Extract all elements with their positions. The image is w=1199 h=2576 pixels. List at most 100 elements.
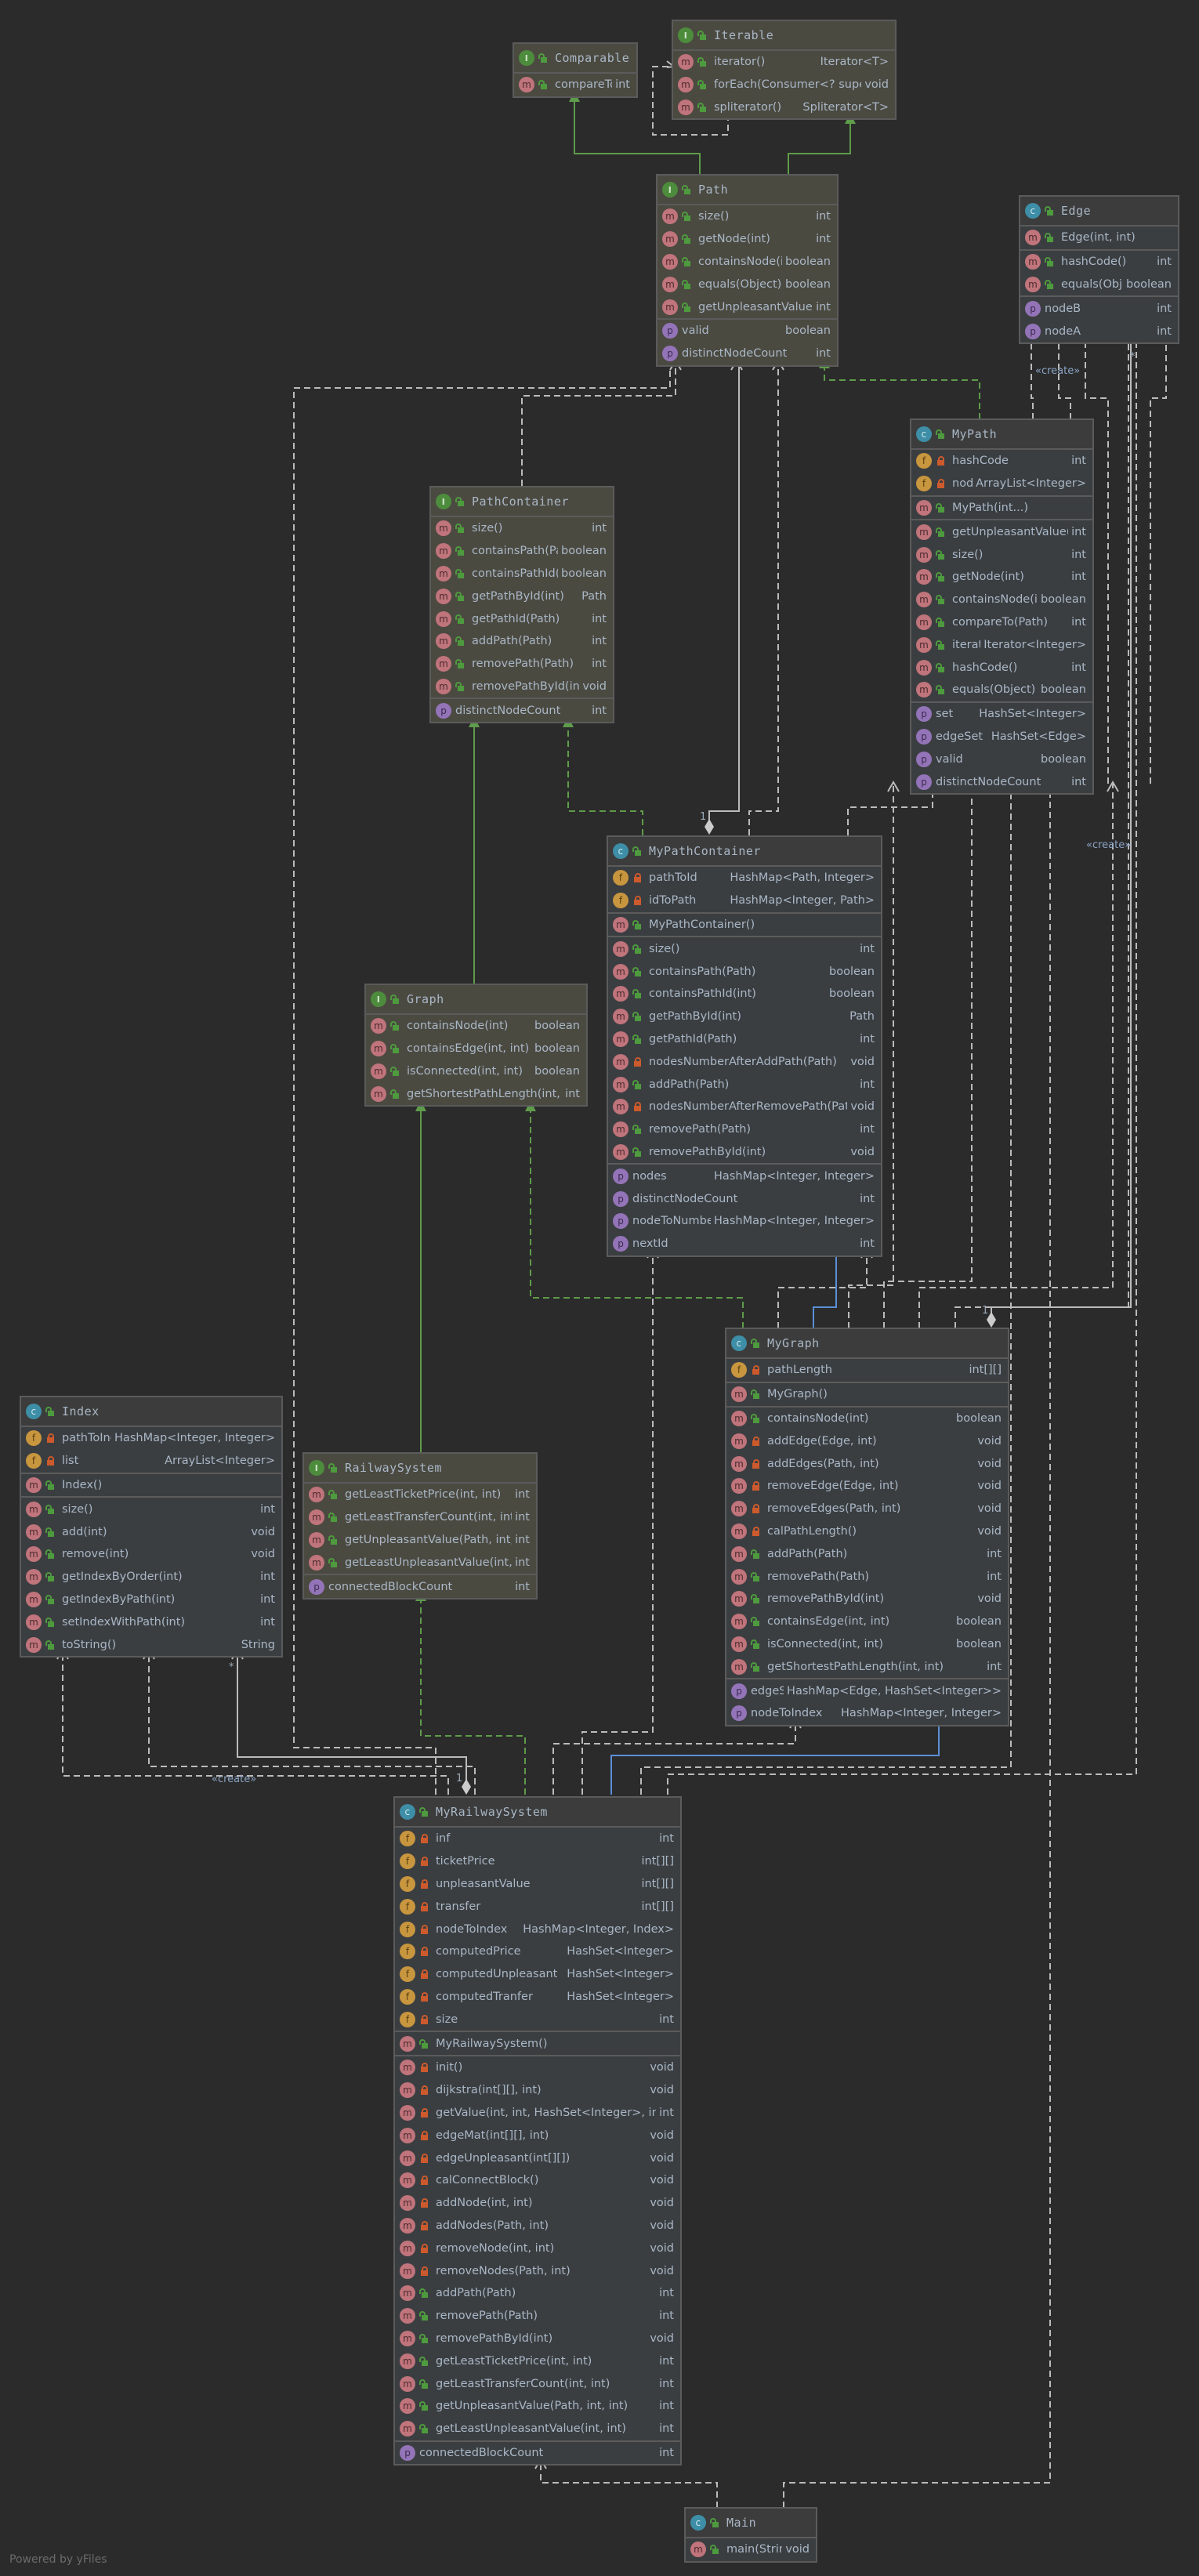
node-mypath[interactable]: cMyPathfhashCodeintfnodesArrayList<Integ… (910, 418, 1094, 795)
node-pathcontainer[interactable]: IPathContainermsize()intmcontainsPath(Pa… (429, 486, 614, 724)
node-comparable[interactable]: IComparablemcompareTo(T)int (513, 42, 638, 98)
member-nodes[interactable]: fnodesArrayList<Integer> (911, 473, 1092, 495)
member-pathtoindex[interactable]: fpathToIndexHashMap<Integer, Integer> (21, 1427, 281, 1450)
